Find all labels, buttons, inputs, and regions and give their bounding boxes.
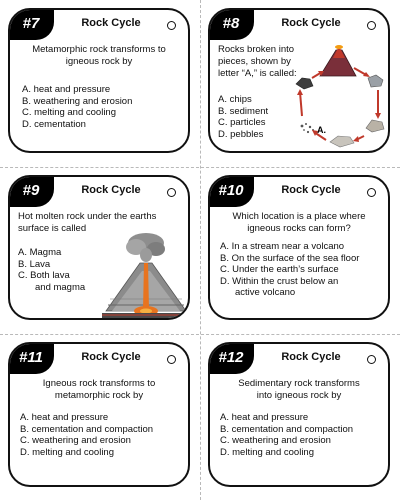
question-text: Igneous rock transforms to metamorphic r… — [42, 378, 156, 401]
option-d: D. pebbles — [218, 128, 264, 140]
option-a: A. heat and pressure — [20, 412, 109, 423]
task-card-7: #7 Rock Cycle Metamorphic rock transform… — [8, 8, 190, 153]
card-title: Rock Cycle — [81, 351, 141, 363]
card-title: Rock Cycle — [81, 184, 141, 196]
option-c: C. melting and cooling — [22, 107, 116, 119]
option-d: D. cementation — [22, 118, 86, 130]
question-text: Rocks broken into pieces, shown by lette… — [218, 44, 297, 79]
option-b: B. weathering and erosion — [22, 95, 133, 107]
card-number: #11 — [10, 344, 54, 374]
punch-hole-icon — [367, 188, 376, 197]
card-title: Rock Cycle — [281, 184, 341, 196]
task-card-8: #8 Rock Cycle Rocks broken into pieces, … — [208, 8, 390, 153]
rock-cycle-diagram-icon: A. — [295, 45, 385, 148]
punch-hole-icon — [167, 355, 176, 364]
option-c: C. particles — [218, 117, 266, 129]
task-card-10: #10 Rock Cycle Which location is a place… — [208, 175, 390, 320]
task-card-12: #12 Rock Cycle Sedimentary rock transfor… — [208, 342, 390, 487]
answer-options: A. In a stream near a volcano B. On the … — [220, 241, 380, 299]
option-c: C. Under the earth’s surface — [220, 264, 339, 276]
option-d: D. melting and cooling — [20, 446, 114, 458]
vertical-cut-line — [200, 0, 201, 500]
option-c: C. weathering and erosion — [20, 435, 131, 447]
question-text: Which location is a place where igneous … — [232, 211, 366, 234]
volcano-icon — [102, 233, 188, 318]
option-a: A. heat and pressure — [220, 412, 309, 423]
question-text: Sedimentary rock transforms into igneous… — [238, 378, 360, 401]
option-c-continued: and magma — [35, 281, 86, 293]
option-d: D. Within the crust below an — [220, 275, 339, 287]
punch-hole-icon — [367, 21, 376, 30]
card-title: Rock Cycle — [81, 17, 141, 29]
option-d: D. melting and cooling — [220, 446, 314, 458]
question-text: Metamorphic rock transforms to igneous r… — [32, 44, 166, 67]
option-a: A. In a stream near a volcano — [220, 241, 345, 252]
card-number: #9 — [10, 177, 54, 207]
option-a: A. Magma — [18, 247, 62, 258]
option-a: A. heat and pressure — [22, 84, 111, 95]
answer-options: A. Magma B. Lava C. Both lava and magma — [18, 247, 180, 293]
figure-label-a: A. — [317, 125, 326, 135]
punch-hole-icon — [167, 188, 176, 197]
option-c: C. weathering and erosion — [220, 435, 331, 447]
answer-options: A. chips B. sediment C. particles D. peb… — [218, 94, 380, 140]
answer-options: A. heat and pressure B. weathering and e… — [22, 84, 180, 130]
card-title: Rock Cycle — [281, 17, 341, 29]
option-b: B. cementation and compaction — [20, 423, 154, 435]
task-card-9: #9 Rock Cycle Hot molten rock under the … — [8, 175, 190, 320]
option-b: B. On the surface of the sea floor — [220, 252, 360, 264]
card-number: #10 — [210, 177, 254, 207]
task-card-11: #11 Rock Cycle Igneous rock transforms t… — [8, 342, 190, 487]
option-c: C. Both lava — [18, 270, 70, 282]
punch-hole-icon — [367, 355, 376, 364]
option-b: B. cementation and compaction — [220, 423, 354, 435]
card-number: #12 — [210, 344, 254, 374]
card-number: #8 — [210, 10, 254, 40]
option-d-continued: active volcano — [235, 287, 296, 299]
option-b: B. sediment — [218, 105, 269, 117]
horizontal-cut-line — [0, 167, 400, 168]
horizontal-cut-line — [0, 334, 400, 335]
card-title: Rock Cycle — [281, 351, 341, 363]
option-b: B. Lava — [18, 258, 51, 270]
question-text: Hot molten rock under the earths surface… — [18, 211, 157, 234]
card-number: #7 — [10, 10, 54, 40]
punch-hole-icon — [167, 21, 176, 30]
option-a: A. chips — [218, 94, 252, 105]
answer-options: A. heat and pressure B. cementation and … — [20, 412, 180, 458]
answer-options: A. heat and pressure B. cementation and … — [220, 412, 380, 458]
